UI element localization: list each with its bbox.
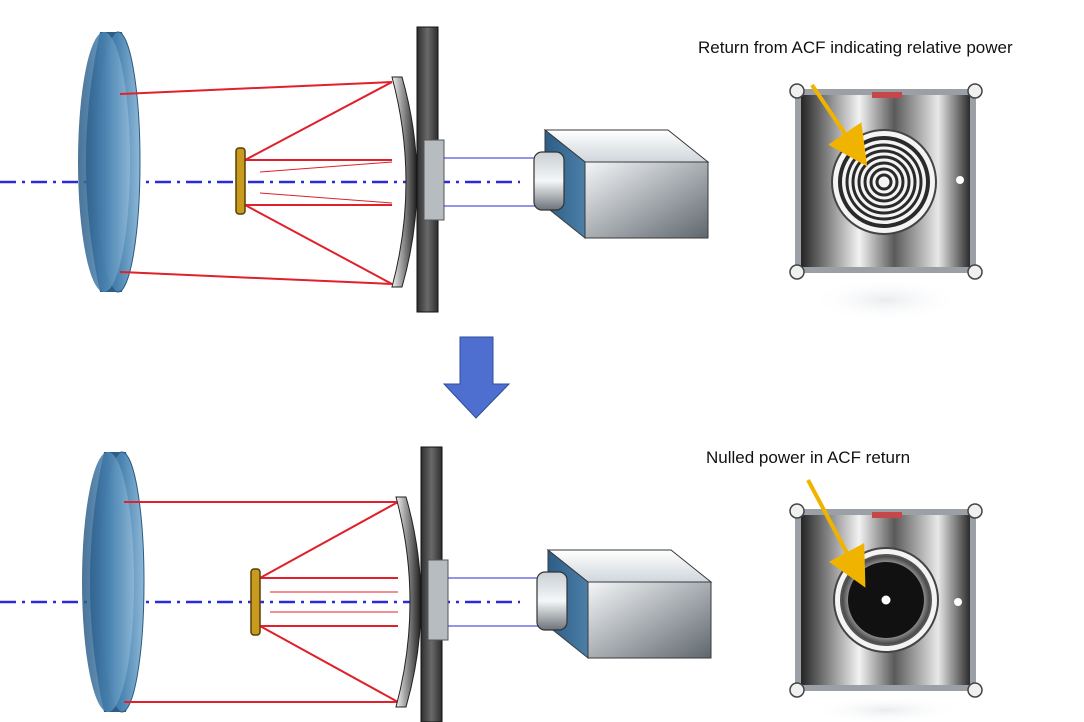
acf-return-image-top — [789, 83, 983, 322]
pointer-arrow-bottom — [806, 479, 866, 588]
secondary-mirror — [235, 147, 246, 215]
bottom-configuration: Nulled power in ACF return — [0, 446, 983, 722]
beam-paths — [119, 81, 393, 285]
camera — [536, 548, 713, 660]
camera — [533, 128, 710, 240]
camera-rays — [444, 157, 540, 207]
pointer-arrow-top — [810, 83, 868, 167]
annotation-top: Return from ACF indicating relative powe… — [698, 38, 1013, 57]
primary-mirror — [391, 76, 418, 288]
large-lens — [78, 31, 141, 293]
secondary-mirror — [250, 568, 261, 636]
fringe-rings — [838, 136, 930, 228]
acf-return-image-bottom — [789, 503, 983, 722]
large-lens — [82, 451, 145, 713]
annotation-bottom: Nulled power in ACF return — [706, 448, 910, 467]
top-configuration: Return from ACF indicating relative powe… — [0, 26, 1013, 322]
plate-adapter — [427, 559, 449, 641]
primary-mirror — [395, 496, 422, 708]
camera-rays — [448, 577, 542, 627]
null-center-dot — [881, 595, 891, 605]
down-arrow-icon — [442, 336, 511, 419]
beam-paths — [124, 501, 399, 703]
plate-adapter — [423, 139, 445, 221]
